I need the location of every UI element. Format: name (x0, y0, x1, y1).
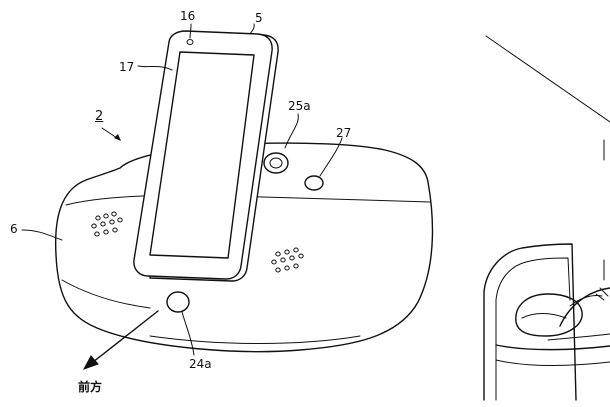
top-camera-25a (263, 152, 289, 174)
bed-figure (483, 139, 610, 401)
left-speaker-grille (91, 211, 123, 237)
phone-screen (149, 51, 255, 259)
label-17-screen: 17 (119, 60, 135, 74)
label-16-front-camera: 16 (180, 9, 196, 23)
label-forward-direction: 前方 (78, 380, 103, 394)
label-25a-camera: 25a (288, 99, 311, 113)
phone-front-camera (186, 39, 194, 45)
label-27-sensor: 27 (336, 126, 352, 140)
label-5-smartphone: 5 (255, 11, 263, 25)
top-sensor (304, 175, 324, 191)
leader-lines (21, 23, 343, 356)
right-speaker-grille (271, 247, 304, 273)
forward-arrow (82, 310, 159, 370)
label-2-device: 2 (95, 109, 104, 124)
right-figure-diagonal (485, 35, 610, 123)
label-6-speaker-body: 6 (10, 222, 18, 236)
front-camera-24a (166, 291, 190, 313)
smartphone (133, 30, 279, 282)
label-24a-front-camera: 24a (189, 357, 212, 371)
